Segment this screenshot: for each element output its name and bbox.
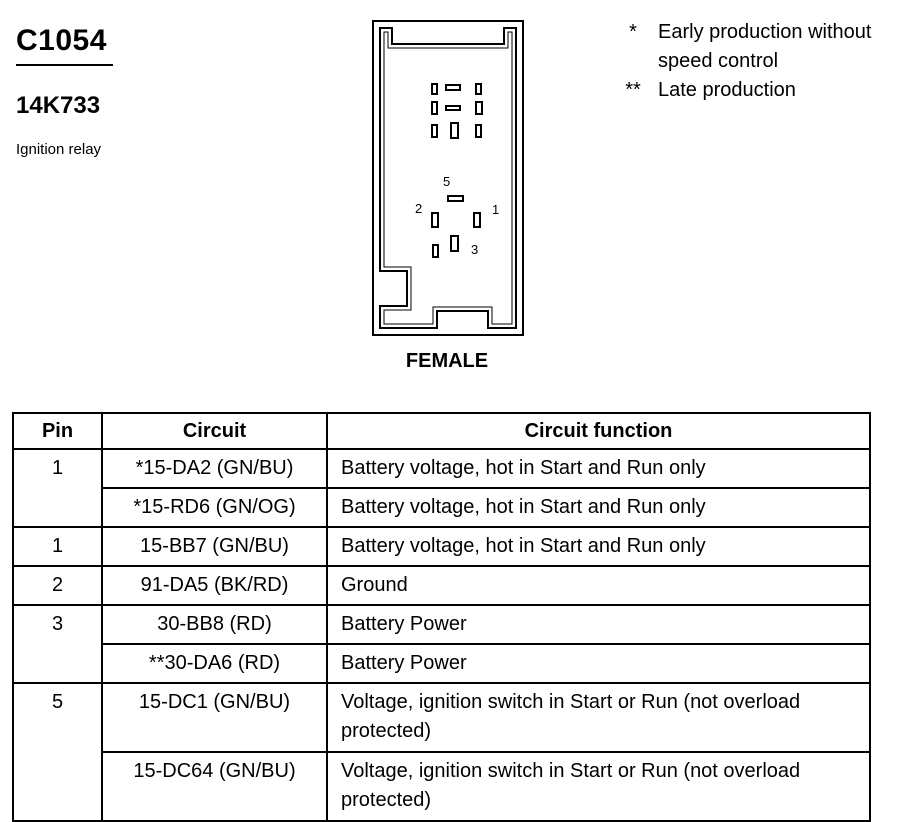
circuit-cell: 30-BB8 (RD) [101,604,328,645]
part-number: 14K733 [16,92,101,119]
table-row: *15-RD6 (GN/OG) Battery voltage, hot in … [13,487,871,528]
pin-cell: 3 [12,604,103,684]
footnote-text: Late production [658,79,796,101]
table-row: 2 91-DA5 (BK/RD) Ground [12,565,871,606]
terminal-pin-3 [450,235,459,252]
table-row: 1 *15-DA2 (GN/BU) Battery voltage, hot i… [12,448,871,528]
terminal-slot [431,101,438,115]
circuit-cell: **30-DA6 (RD) [101,643,328,684]
pin-cell: 1 [12,526,103,567]
circuit-cell: 91-DA5 (BK/RD) [101,565,328,606]
table-header-row: Pin Circuit Circuit function [12,412,871,450]
pin-table: Pin Circuit Circuit function 1 *15-DA2 (… [12,412,871,822]
pin-label-2: 2 [415,201,422,216]
function-cell: Voltage, ignition switch in Start or Run… [326,682,871,753]
terminal-slot [431,83,438,95]
footnote-mark: ** [625,79,641,101]
pin-cell: 5 [12,682,103,822]
terminal-slot [432,244,439,258]
header-pin: Pin [12,412,103,450]
circuit-cell: *15-RD6 (GN/OG) [101,487,328,528]
header-circuit-function: Circuit function [326,412,871,450]
footnote-text: Early production without speed control [658,21,872,72]
footnote-mark: * [629,21,637,43]
circuit-cell: 15-DC64 (GN/BU) [101,751,328,822]
terminal-pin-5 [447,195,464,202]
terminal-slot [475,124,482,138]
circuit-cell: *15-DA2 (GN/BU) [101,448,328,489]
table-row: 5 15-DC1 (GN/BU) Voltage, ignition switc… [12,682,871,822]
terminal-pin-2 [431,212,439,228]
function-cell: Battery Power [326,643,871,684]
title-underline [16,64,113,66]
footnote-early: * Early production without speed control [618,18,902,76]
terminal-pin-1 [473,212,481,228]
circuit-cell: 15-BB7 (GN/BU) [101,526,328,567]
function-cell: Battery voltage, hot in Start and Run on… [326,526,871,567]
footnotes: * Early production without speed control… [618,18,902,105]
footnote-late: ** Late production [618,76,902,105]
terminal-slot [431,124,438,138]
connector-outer-shell [372,20,524,336]
pin-label-5: 5 [443,174,450,189]
terminal-slot [475,101,483,115]
pin-cell: 1 [12,448,103,528]
terminal-slot [445,105,461,111]
circuit-cell: 15-DC1 (GN/BU) [101,682,328,753]
connector-code-title: C1054 [16,24,107,57]
function-cell: Voltage, ignition switch in Start or Run… [326,751,871,822]
terminal-slot [475,83,482,95]
pin-cell: 2 [12,565,103,606]
table-row: 3 30-BB8 (RD) Battery Power [12,604,871,684]
function-cell: Battery voltage, hot in Start and Run on… [326,448,871,489]
function-cell: Battery voltage, hot in Start and Run on… [326,487,871,528]
pin-label-3: 3 [471,242,478,257]
connector-inner-cavity [379,27,517,329]
connector-view-label: FEMALE [405,350,489,372]
table-row: 15-DC64 (GN/BU) Voltage, ignition switch… [13,751,871,822]
table-row: 1 15-BB7 (GN/BU) Battery voltage, hot in… [12,526,871,567]
connector-inner-outline [383,31,513,325]
function-cell: Ground [326,565,871,606]
pin-label-1: 1 [492,202,499,217]
table-row: **30-DA6 (RD) Battery Power [13,643,871,684]
header-circuit: Circuit [101,412,328,450]
component-description: Ignition relay [16,141,102,158]
function-cell: Battery Power [326,604,871,645]
connector-face-drawing: 5 2 1 3 [372,20,524,336]
terminal-slot [450,122,459,139]
terminal-slot [445,84,461,91]
